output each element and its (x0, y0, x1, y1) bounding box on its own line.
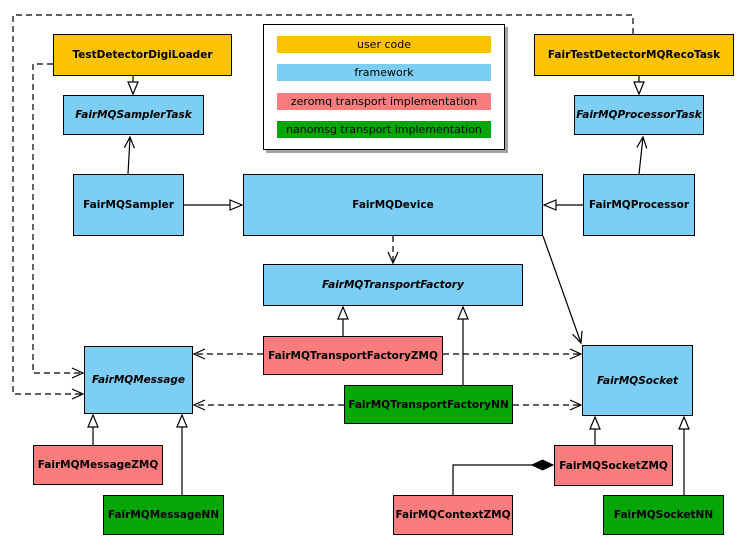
class-box-fairmq-context-zmq: FairMQContextZMQ (393, 495, 513, 535)
class-label-fairmq-message: FairMQMessage (92, 374, 185, 386)
class-box-fairmq-socket-nn: FairMQSocketNN (603, 495, 724, 535)
class-box-fairmq-socket-zmq: FairMQSocketZMQ (554, 445, 673, 486)
class-box-fairmq-processor: FairMQProcessor (583, 174, 695, 236)
legend-item-nanomsg: nanomsg transport implementation (277, 120, 491, 138)
class-label-fairmq-device: FairMQDevice (352, 199, 434, 211)
class-box-fairmq-processor-task: FairMQProcessorTask (574, 95, 704, 135)
edge-association-fairmq-processor-to-fairmq-processor-task (636, 135, 648, 175)
edge-composition-fairmq-context-zmq-to-fairmq-socket-zmq (452, 465, 553, 495)
class-box-fairmq-sampler: FairMQSampler (73, 174, 184, 236)
class-label-fairmq-processor-task: FairMQProcessorTask (576, 109, 702, 121)
class-box-fairmq-transport-factory: FairMQTransportFactory (263, 264, 523, 306)
class-box-fairmq-socket: FairMQSocket (582, 345, 693, 416)
class-label-fairmq-context-zmq: FairMQContextZMQ (395, 509, 511, 521)
class-box-fairmq-message-nn: FairMQMessageNN (103, 495, 224, 535)
class-box-fair-test-detector-mq-reco-task: FairTestDetectorMQRecoTask (534, 34, 734, 76)
class-label-fairmq-transport-factory: FairMQTransportFactory (322, 279, 464, 291)
legend-item-framework: framework (277, 64, 491, 82)
class-box-fairmq-device: FairMQDevice (243, 174, 543, 236)
class-label-fairmq-socket-zmq: FairMQSocketZMQ (559, 459, 668, 472)
class-box-fairmq-transport-factory-zmq: FairMQTransportFactoryZMQ (263, 336, 443, 375)
class-label-fairmq-processor: FairMQProcessor (588, 199, 690, 211)
edge-dependency-fair-test-detector-mq-reco-task-to-fairmq-message (12, 14, 634, 400)
class-box-fairmq-sampler-task: FairMQSamplerTask (63, 95, 204, 135)
edge-association-fairmq-device-to-fairmq-socket (542, 235, 583, 345)
class-label-test-detector-digi-loader: TestDetectorDigiLoader (72, 49, 213, 61)
edge-association-fairmq-sampler-to-fairmq-sampler-task (123, 135, 135, 175)
class-label-fairmq-message-nn: FairMQMessageNN (107, 509, 220, 521)
class-label-fairmq-message-zmq: FairMQMessageZMQ (37, 459, 159, 471)
edge-dependency-test-detector-digi-loader-to-fairmq-message (32, 63, 85, 379)
class-label-fair-test-detector-mq-reco-task: FairTestDetectorMQRecoTask (547, 49, 721, 61)
class-label-fairmq-socket: FairMQSocket (597, 374, 678, 387)
class-box-fairmq-message: FairMQMessage (84, 346, 193, 414)
legend-item-zeromq: zeromq transport implementation (277, 92, 491, 110)
class-label-fairmq-sampler: FairMQSampler (83, 199, 174, 211)
legend: user code framework zeromq transport imple… (263, 24, 505, 150)
class-box-test-detector-digi-loader: TestDetectorDigiLoader (53, 34, 232, 76)
legend-item-user-code: user code (277, 36, 491, 53)
class-label-fairmq-transport-factory-nn: FairMQTransportFactoryNN (348, 398, 509, 411)
class-box-fairmq-message-zmq: FairMQMessageZMQ (33, 445, 163, 485)
class-label-fairmq-sampler-task: FairMQSamplerTask (75, 109, 192, 121)
class-label-fairmq-transport-factory-zmq: FairMQTransportFactoryZMQ (268, 349, 438, 362)
class-label-fairmq-socket-nn: FairMQSocketNN (613, 509, 714, 521)
class-box-fairmq-transport-factory-nn: FairMQTransportFactoryNN (344, 385, 513, 424)
